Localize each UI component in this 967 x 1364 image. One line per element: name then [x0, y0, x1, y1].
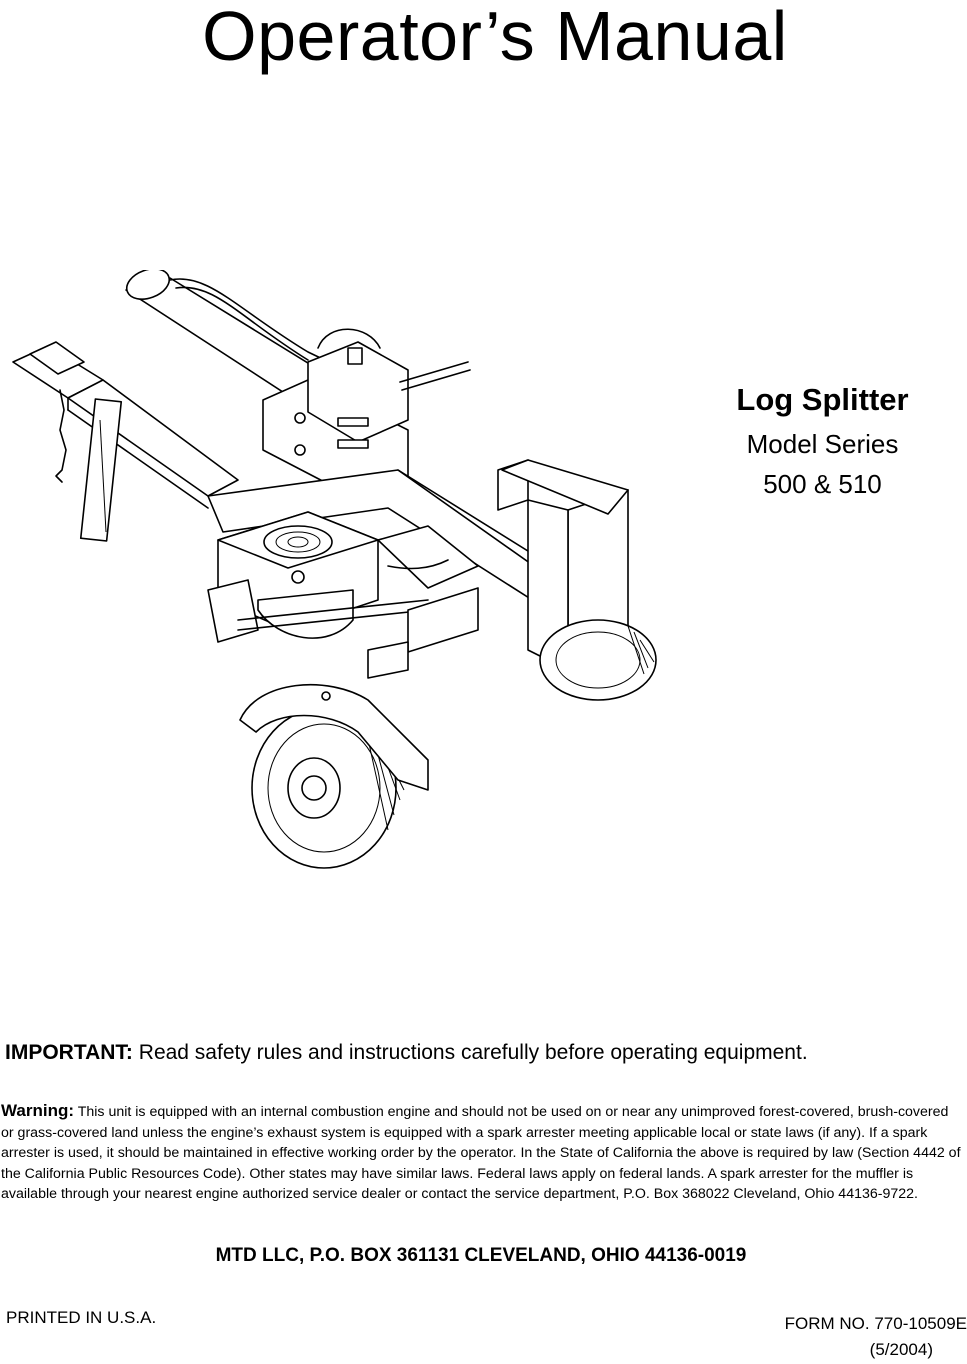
rear-wheel: [539, 619, 657, 701]
product-model-numbers: 500 & 510: [763, 469, 882, 499]
important-text: Read safety rules and instructions caref…: [132, 1041, 808, 1064]
engine: [207, 511, 379, 643]
important-label: IMPORTANT:: [5, 1041, 133, 1064]
warning-notice: Warning: This unit is equipped with an i…: [1, 1101, 963, 1205]
printed-in-label: PRINTED IN U.S.A.: [6, 1308, 157, 1327]
form-number: FORM NO. 770-10509E: [784, 1314, 967, 1333]
fender: [239, 683, 429, 791]
form-date: (5/2004): [869, 1340, 933, 1359]
hitch-tongue: [12, 341, 239, 542]
warning-text: This unit is equipped with an internal c…: [1, 1104, 961, 1203]
page-title: Operator’s Manual: [202, 0, 788, 75]
warning-label: Warning:: [1, 1101, 75, 1120]
product-info: Log Splitter Model Series 500 & 510: [700, 380, 945, 504]
log-splitter-illustration: [12, 270, 657, 869]
important-notice: IMPORTANT: Read safety rules and instruc…: [5, 1038, 965, 1068]
product-name: Log Splitter: [736, 382, 909, 417]
frame: [237, 587, 479, 679]
product-series-label: Model Series: [746, 429, 899, 459]
front-wheel: [251, 707, 405, 869]
company-address: MTD LLC, P.O. BOX 361131 CLEVELAND, OHIO…: [215, 1245, 747, 1266]
